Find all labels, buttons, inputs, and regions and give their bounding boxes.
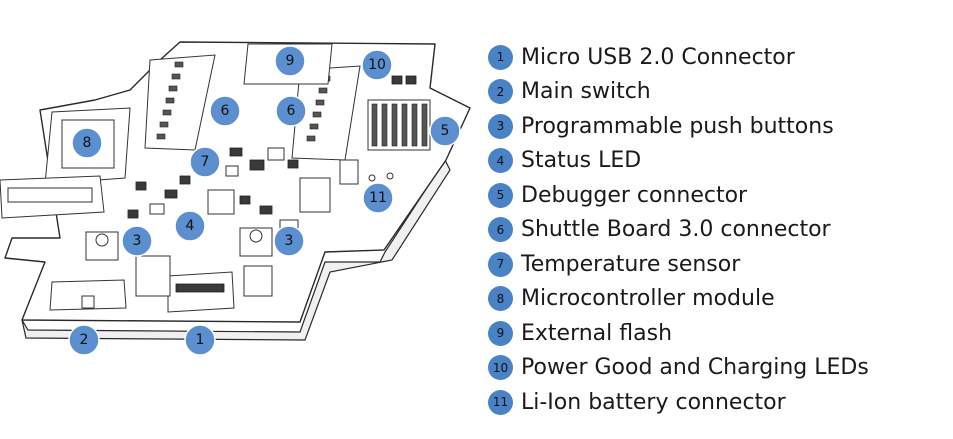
- legend-item: 4 Status LED: [488, 144, 948, 179]
- legend-label: Temperature sensor: [521, 251, 741, 277]
- callout-11: 11: [362, 182, 394, 214]
- legend-item: 2 Main switch: [488, 75, 948, 110]
- legend-label: Main switch: [521, 79, 651, 105]
- svg-text:3: 3: [285, 233, 294, 249]
- legend-number: 1: [488, 44, 513, 70]
- callout-1: 1: [184, 324, 216, 356]
- legend-item: 3 Programmable push buttons: [488, 109, 948, 144]
- legend-number: 7: [488, 251, 513, 277]
- legend-number: 11: [488, 389, 513, 415]
- callout-4: 4: [174, 210, 206, 242]
- legend-label: Programmable push buttons: [521, 113, 834, 139]
- svg-text:8: 8: [83, 135, 92, 151]
- legend-number: 6: [488, 217, 513, 243]
- legend-label: Li-Ion battery connector: [521, 389, 786, 415]
- svg-text:6: 6: [221, 103, 230, 119]
- svg-text:1: 1: [196, 332, 205, 348]
- legend-item: 6 Shuttle Board 3.0 connector: [488, 213, 948, 248]
- callout-2: 2: [68, 324, 100, 356]
- svg-text:3: 3: [133, 233, 142, 249]
- legend-number: 5: [488, 182, 513, 208]
- usb-connector: [167, 271, 235, 313]
- svg-text:9: 9: [286, 53, 295, 69]
- legend-item: 8 Microcontroller module: [488, 282, 948, 317]
- legend-item: 11 Li-Ion battery connector: [488, 385, 948, 420]
- charging-led: [405, 75, 417, 85]
- legend-item: 9 External flash: [488, 316, 948, 351]
- svg-text:4: 4: [186, 218, 195, 234]
- usb-right-block: [243, 265, 273, 297]
- legend-number: 4: [488, 148, 513, 174]
- legend-number: 9: [488, 320, 513, 346]
- legend-label: Microcontroller module: [521, 286, 775, 312]
- board-illustration: 8 9 10 6 6 5 7 11 4 3 3 2 1: [0, 41, 471, 356]
- callout-6-left: 6: [209, 95, 241, 127]
- legend-number: 3: [488, 113, 513, 139]
- legend-label: Power Good and Charging LEDs: [521, 355, 869, 381]
- power-good-led: [391, 75, 403, 85]
- callout-5: 5: [429, 115, 461, 147]
- legend-item: 1 Micro USB 2.0 Connector: [488, 40, 948, 75]
- svg-text:11: 11: [369, 190, 387, 206]
- callout-3-left: 3: [121, 225, 153, 257]
- main-switch: [49, 279, 127, 311]
- legend-label: Status LED: [521, 148, 642, 174]
- side-connector-slot: [7, 187, 93, 203]
- legend-label: External flash: [521, 320, 673, 346]
- push-button-right: [239, 227, 273, 257]
- svg-text:6: 6: [287, 103, 296, 119]
- callout-3-right: 3: [273, 225, 305, 257]
- callout-10: 10: [361, 49, 393, 81]
- legend-item: 10 Power Good and Charging LEDs: [488, 351, 948, 386]
- callout-6-right: 6: [275, 95, 307, 127]
- shuttle-pins-left: [156, 61, 184, 140]
- legend-label: Debugger connector: [521, 182, 748, 208]
- svg-text:2: 2: [80, 332, 89, 348]
- legend-number: 8: [488, 286, 513, 312]
- legend-label: Shuttle Board 3.0 connector: [521, 217, 831, 243]
- legend-item: 5 Debugger connector: [488, 178, 948, 213]
- legend-item: 7 Temperature sensor: [488, 247, 948, 282]
- callout-9: 9: [274, 45, 306, 77]
- legend-number: 10: [488, 355, 513, 381]
- callout-8: 8: [71, 127, 103, 159]
- legend-label: Micro USB 2.0 Connector: [521, 44, 795, 70]
- usb-side-block: [135, 255, 171, 297]
- svg-text:10: 10: [368, 57, 386, 73]
- legend-number: 2: [488, 79, 513, 105]
- svg-text:7: 7: [201, 154, 210, 170]
- svg-text:5: 5: [441, 123, 450, 139]
- callout-7: 7: [189, 146, 221, 178]
- debugger-connector: [367, 99, 431, 151]
- push-button-left: [85, 231, 119, 261]
